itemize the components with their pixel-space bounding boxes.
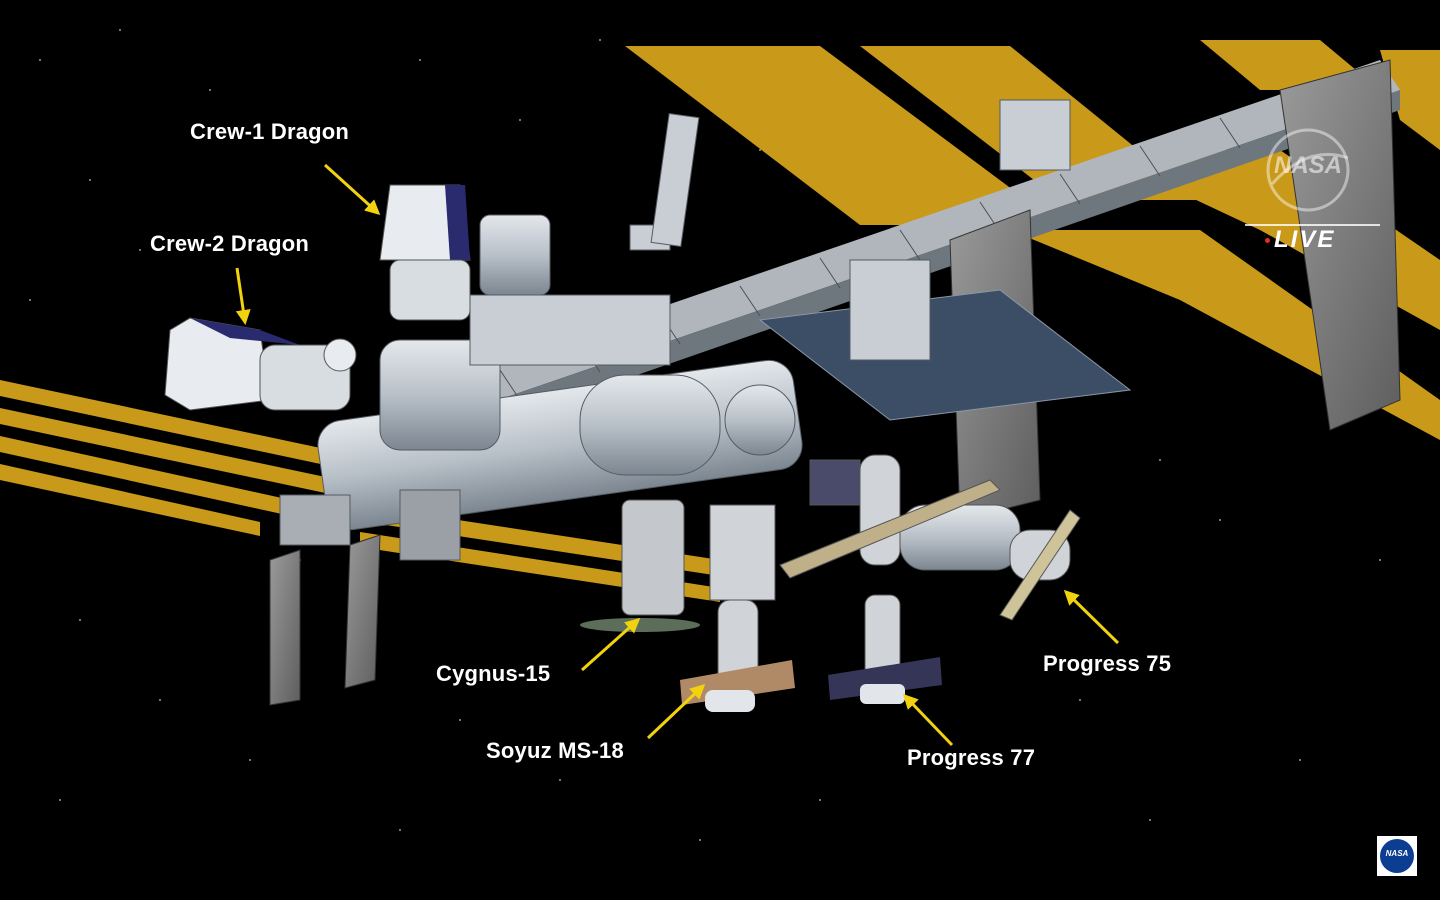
label-progress75: Progress 75 (1043, 651, 1172, 676)
live-divider (1245, 224, 1380, 226)
label-crew2-dragon: Crew-2 Dragon (150, 231, 310, 256)
arrow-soyuz (646, 683, 706, 740)
nasa-corner-badge: NASA (1377, 836, 1417, 876)
label-soyuz: Soyuz MS-18 (486, 738, 624, 763)
nasa-watermark: NASA (1262, 124, 1354, 216)
arrow-crew1 (323, 163, 381, 216)
label-crew1-dragon: Crew-1 Dragon (190, 119, 350, 144)
cygnus-spacecraft (580, 499, 700, 632)
crew2-dragon (164, 317, 357, 411)
module-cluster (279, 99, 1071, 561)
progress77-spacecraft (828, 594, 942, 704)
nasa-meatball-icon (1266, 128, 1350, 212)
arrow-crew2 (235, 267, 251, 325)
russian-segment (709, 454, 1081, 621)
nasa-badge-icon (1380, 839, 1414, 873)
live-text: LIVE (1274, 226, 1336, 253)
soyuz-spacecraft (680, 599, 795, 712)
crew1-dragon (379, 184, 471, 321)
callout-arrows (235, 163, 1120, 747)
label-progress77: Progress 77 (907, 745, 1036, 770)
label-cygnus: Cygnus-15 (436, 661, 551, 686)
arrow-cygnus (581, 618, 641, 672)
nasa-badge-text: NASA (1385, 849, 1409, 858)
arrow-progress77 (902, 693, 954, 747)
live-indicator: LIVE (1265, 226, 1335, 254)
live-dot-icon (1265, 238, 1270, 244)
arrow-progress75 (1063, 589, 1120, 645)
watermark-text: NASA (1273, 152, 1342, 179)
